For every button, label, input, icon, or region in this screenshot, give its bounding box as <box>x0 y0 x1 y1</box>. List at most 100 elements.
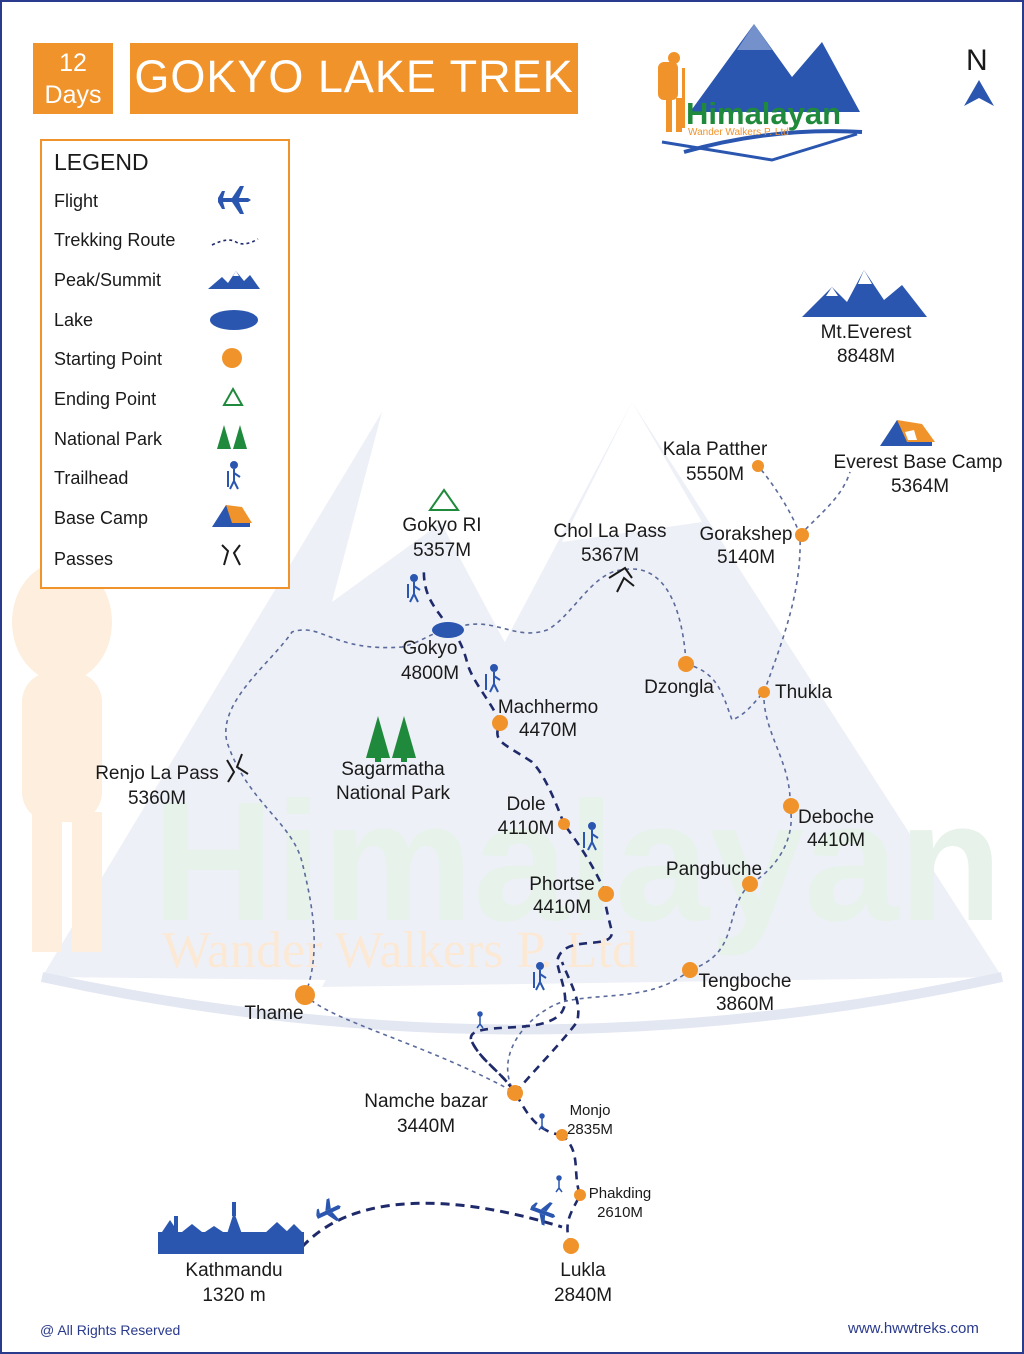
machhermo-alt: 4470M <box>519 720 577 741</box>
trailhead-hiker-icon <box>533 962 547 991</box>
logo-brand-name: Himalayan <box>686 96 841 131</box>
gokyo-alt: 4800M <box>401 663 459 684</box>
kala-patther-point <box>752 460 764 472</box>
phortse-name: Phortse <box>529 874 594 895</box>
renjo-alt: 5360M <box>128 788 186 809</box>
plane-icon <box>530 1202 556 1226</box>
orange-dot-icon <box>222 348 242 368</box>
days-number: 12 <box>59 49 87 77</box>
legend-start-label: Starting Point <box>54 349 163 369</box>
legend-park-label: National Park <box>54 429 163 449</box>
kathmandu-alt: 1320 m <box>202 1285 265 1306</box>
dole-alt: 4110M <box>498 818 555 839</box>
ebc-alt: 5364M <box>891 476 949 497</box>
website-link[interactable]: www.hwwtreks.com <box>848 1320 979 1337</box>
gokyo-lake-icon <box>432 622 464 638</box>
watermark-brand: Himalayan <box>152 767 1002 957</box>
pass-icon <box>226 566 635 783</box>
ending-point-icon <box>428 488 460 511</box>
chola-alt: 5367M <box>581 545 639 566</box>
legend-title: LEGEND <box>54 149 149 175</box>
green-triangle-icon <box>222 386 244 406</box>
trailhead-hiker-icon <box>407 574 421 603</box>
phakding-point <box>574 1189 586 1201</box>
machhermo-name: Machhermo <box>498 697 598 718</box>
national-park-tree-icon <box>366 716 416 762</box>
lake-icon <box>210 310 258 330</box>
legend-basecamp-label: Base Camp <box>54 508 149 528</box>
legend-peak-label: Peak/Summit <box>54 270 162 290</box>
renjo-name: Renjo La Pass <box>95 763 219 784</box>
legend-route-label: Trekking Route <box>54 230 176 250</box>
phakding-name: Phakding <box>589 1185 652 1202</box>
deboche-point <box>783 798 799 814</box>
machhermo-point <box>492 715 508 731</box>
lukla-alt: 2840M <box>554 1285 612 1306</box>
watermark-hiker-icon <box>12 562 112 952</box>
gorakshep-name: Gorakshep <box>700 524 793 545</box>
background-curves <box>40 972 1004 1035</box>
legend-lake-label: Lake <box>54 310 94 330</box>
monjo-point <box>556 1129 568 1141</box>
dashed-route-icon <box>211 238 259 246</box>
gokyo-name: Gokyo <box>403 638 458 659</box>
tengboche-point <box>682 962 698 978</box>
namche-name: Namche bazar <box>364 1091 488 1112</box>
pass-icon <box>221 544 241 566</box>
gorakshep-alt: 5140M <box>717 547 775 568</box>
base-camp-tent-icon <box>880 420 935 446</box>
thame-name: Thame <box>244 1003 303 1024</box>
thame-point <box>295 985 315 1005</box>
trailhead-hiker-icon <box>555 1175 563 1193</box>
dzongla-point <box>678 656 694 672</box>
pangbuche-name: Pangbuche <box>666 859 762 880</box>
lukla-point <box>563 1238 579 1254</box>
title-banner: GOKYO LAKE TREK <box>130 43 578 114</box>
namche-alt: 3440M <box>397 1116 455 1137</box>
thukla-name: Thukla <box>775 682 832 703</box>
deboche-name: Deboche <box>798 807 874 828</box>
trailhead-hiker-icon <box>538 1113 546 1131</box>
brand-logo: Himalayan Wander Walkers P. Ltd <box>658 24 863 162</box>
tengboche-alt: 3860M <box>716 994 774 1015</box>
background-mountain-peaks <box>332 402 702 602</box>
kathmandu-skyline-icon <box>158 1202 304 1254</box>
trailhead-hiker-icon <box>583 822 599 851</box>
monjo-name: Monjo <box>570 1102 611 1119</box>
thukla-point <box>758 686 770 698</box>
light-trekking-routes <box>225 465 851 1093</box>
ebc-name: Everest Base Camp <box>834 452 1003 473</box>
plane-icon <box>218 186 251 214</box>
mountain-icon <box>208 271 260 289</box>
chola-name: Chol La Pass <box>553 521 666 542</box>
logo-hiker-icon <box>658 52 685 132</box>
tent-icon <box>212 505 252 527</box>
pangbuche-point <box>742 876 758 892</box>
deboche-alt: 4410M <box>807 830 865 851</box>
dole-name: Dole <box>506 794 545 815</box>
legend-end-label: Ending Point <box>54 389 157 409</box>
phortse-point <box>598 886 614 902</box>
park-line1: Sagarmatha <box>341 759 445 780</box>
monjo-alt: 2835M <box>567 1121 613 1138</box>
phakding-alt: 2610M <box>597 1204 643 1221</box>
plane-icon <box>316 1198 341 1222</box>
gorakshep-point <box>795 528 809 542</box>
lukla-name: Lukla <box>560 1260 606 1281</box>
orange-route-points <box>295 460 809 1254</box>
legend-trailhead-label: Trailhead <box>54 468 129 488</box>
kala-alt: 5550M <box>686 464 744 485</box>
logo-tagline: Wander Walkers P. Ltd <box>688 127 789 138</box>
flight-paths <box>300 1201 563 1249</box>
dzongla-name: Dzongla <box>644 677 714 698</box>
everest-alt: 8848M <box>837 346 895 367</box>
days-label: Days <box>44 81 102 109</box>
park-line2: National Park <box>336 783 451 804</box>
trailhead-hiker-icon <box>476 1011 484 1029</box>
page-title: GOKYO LAKE TREK <box>134 51 574 102</box>
place-labels: Mt.Everest 8848M Kala Patther 5550M Ever… <box>95 322 1002 1306</box>
kala-name: Kala Patther <box>663 439 768 460</box>
hiker-icon <box>227 461 241 490</box>
